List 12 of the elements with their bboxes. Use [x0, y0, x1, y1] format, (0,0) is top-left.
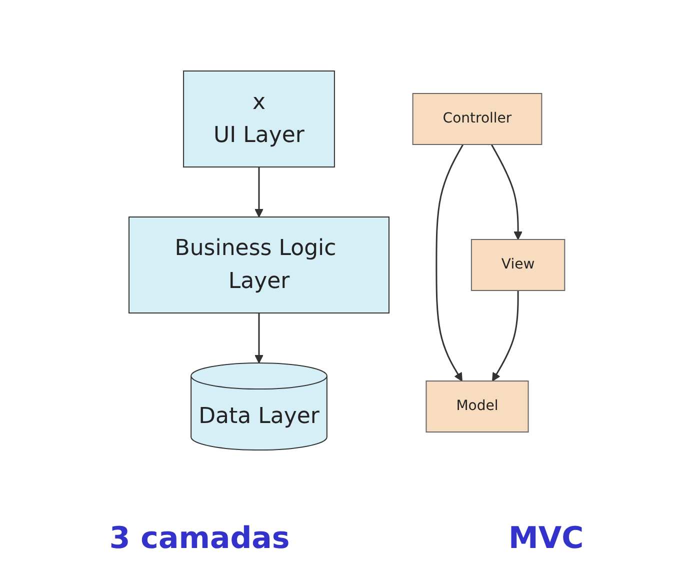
arrow — [490, 144, 522, 240]
node-box: Business Logic Layer — [128, 216, 390, 314]
node-box: x UI Layer — [182, 70, 335, 168]
arrow — [254, 166, 264, 218]
arrow — [492, 290, 518, 382]
node-box: View — [470, 238, 565, 291]
node-box: Model — [425, 380, 528, 432]
caption: 3 camadas — [109, 521, 290, 556]
caption: MVC — [508, 521, 584, 556]
arrow — [435, 144, 464, 382]
node-box: Controller — [412, 92, 542, 145]
arrow — [254, 312, 264, 364]
